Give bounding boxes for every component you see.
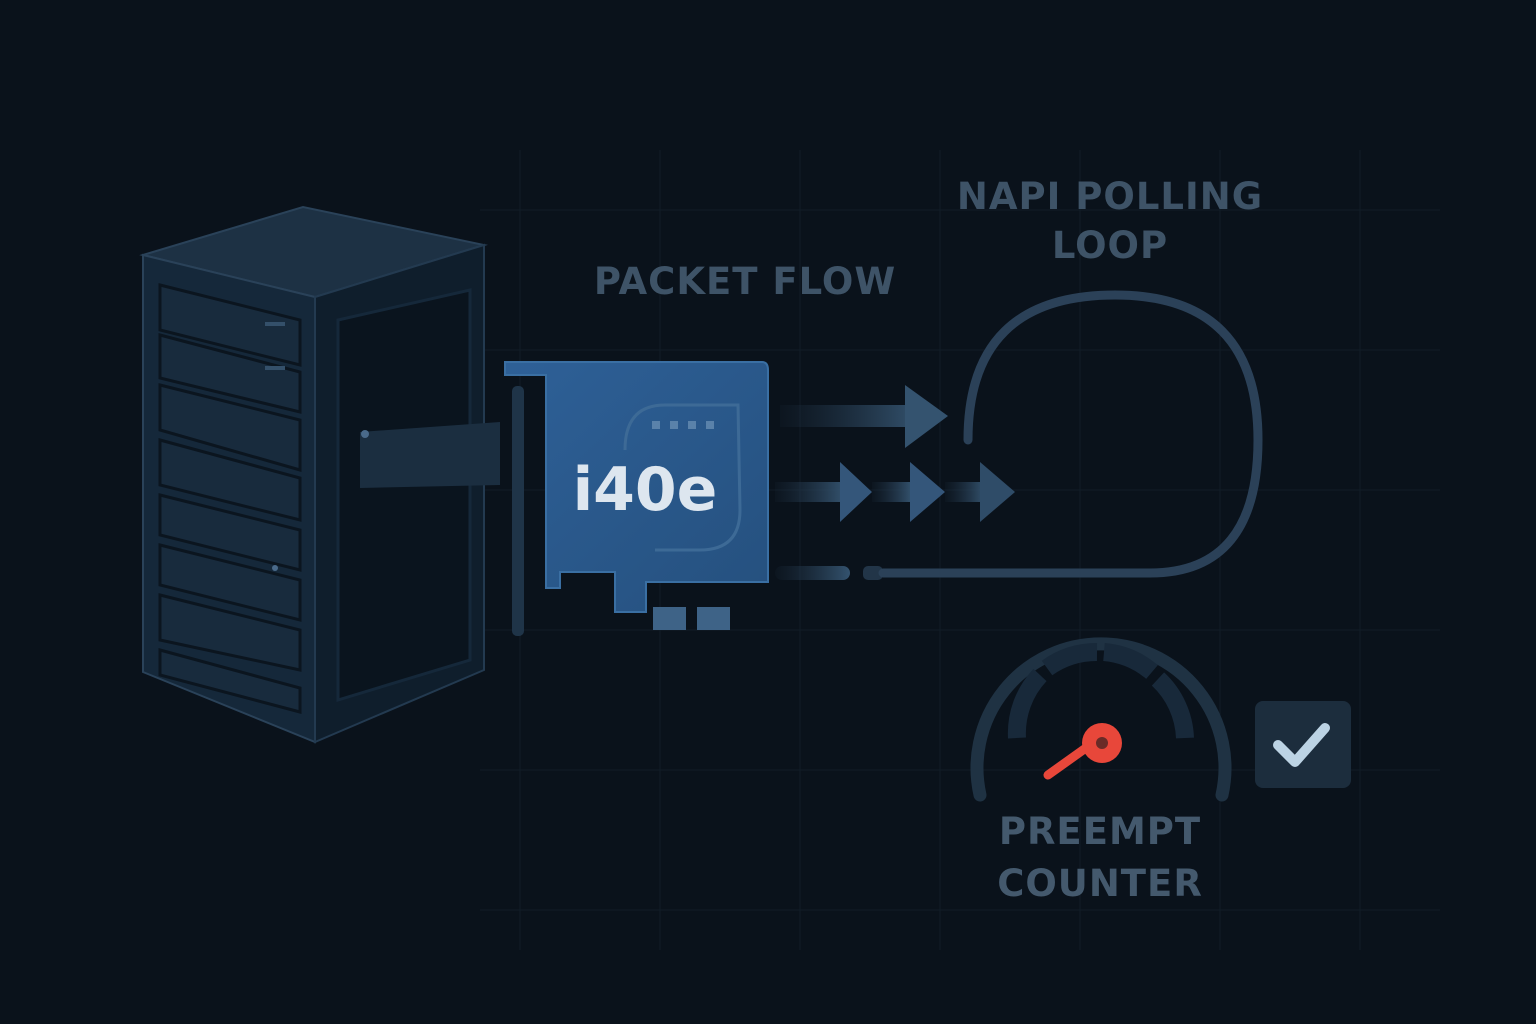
napi-polling-loop-label: NAPI POLLING LOOP — [940, 172, 1280, 270]
packet-flow-arrows — [775, 385, 1015, 580]
preempt-label-line1: PREEMPT — [998, 810, 1202, 853]
nic-name: i40e — [572, 455, 718, 525]
gauge-icon — [970, 637, 1232, 802]
preempt-label-line2: COUNTER — [997, 862, 1203, 905]
arrow-right-icon — [775, 462, 872, 522]
loop-icon — [878, 290, 1263, 578]
arrow-right-icon — [872, 462, 945, 522]
preempt-counter-label: PREEMPT COUNTER — [960, 806, 1240, 910]
napi-label-line2: LOOP — [1051, 224, 1169, 267]
nic-card-icon — [504, 361, 769, 636]
packet-flow-label: PACKET FLOW — [593, 260, 897, 303]
napi-label-line1: NAPI POLLING — [956, 175, 1264, 218]
gauge-needle — [1043, 740, 1095, 780]
checkmark-icon — [1273, 723, 1330, 767]
checkbox[interactable] — [1255, 701, 1351, 788]
arrow-right-icon — [780, 385, 948, 448]
server-tower-icon — [139, 205, 500, 744]
arrow-right-icon — [945, 462, 1015, 522]
